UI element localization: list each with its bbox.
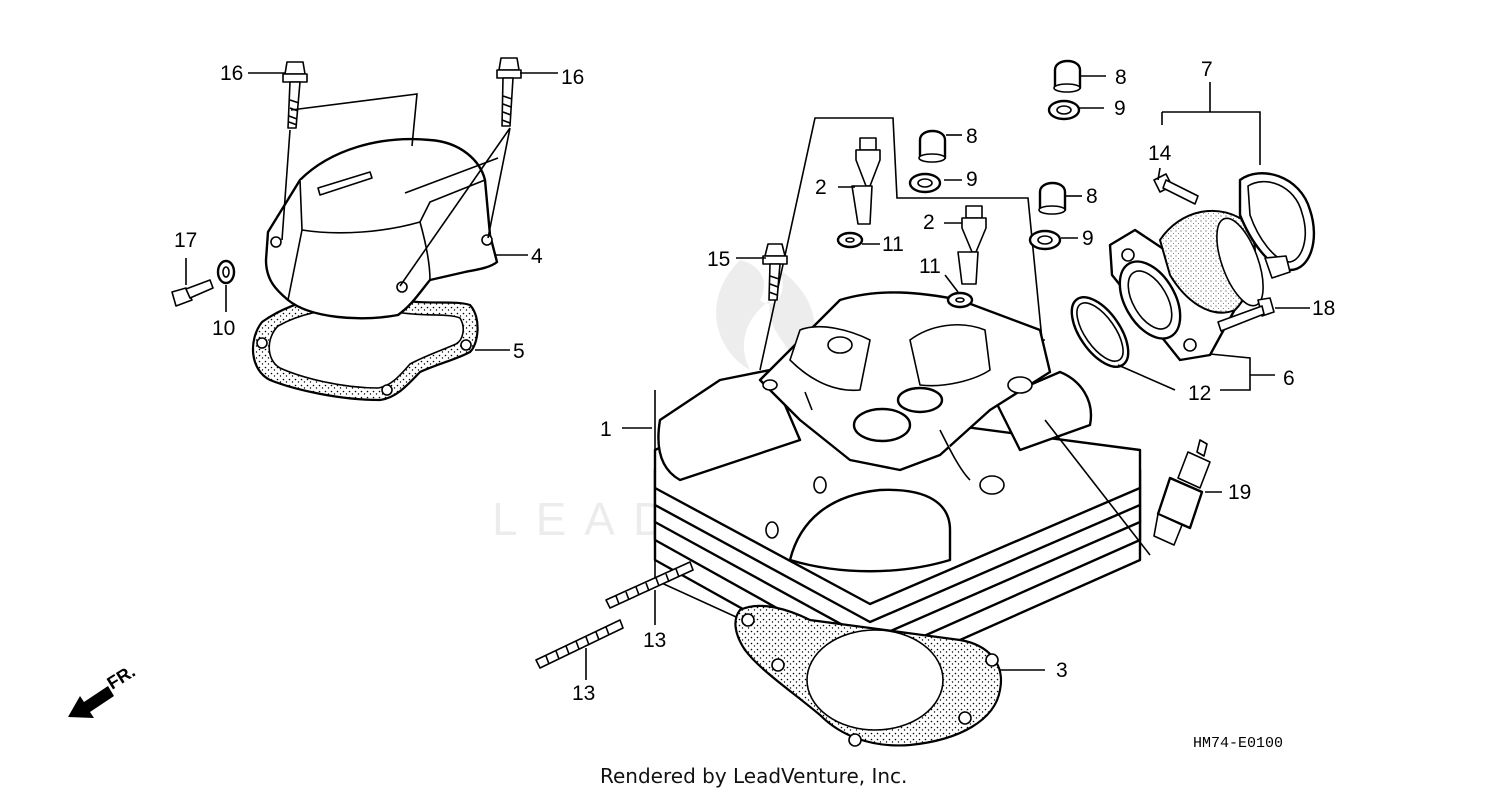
washer-10 [216, 259, 236, 285]
spark-plug-19 [1153, 439, 1211, 546]
seal-11-right [946, 291, 974, 309]
callout-9-a: 9 [966, 168, 978, 191]
diagram-code: HM74-E0100 [1193, 735, 1283, 752]
head-gasket [734, 604, 1003, 747]
callouts: 16 16 17 10 4 5 1 2 2 11 11 8 9 8 9 8 9 … [174, 58, 1335, 705]
callout-6: 6 [1283, 367, 1295, 390]
credit-text: Rendered by LeadVenture, Inc. [600, 764, 907, 788]
intake-joint-6 [1108, 209, 1264, 362]
callout-18: 18 [1312, 297, 1335, 320]
o-ring-12 [1070, 296, 1130, 368]
valve-guide-2-right [957, 205, 987, 285]
valve-cover-group [171, 57, 522, 402]
callout-11-left: 11 [882, 233, 904, 256]
bolt-15 [762, 243, 788, 301]
callout-2-right: 2 [923, 211, 935, 234]
callout-19: 19 [1228, 481, 1251, 504]
bolt-14 [1153, 173, 1199, 205]
callout-8-c: 8 [1115, 66, 1127, 89]
callout-16-right: 16 [561, 66, 584, 89]
front-indicator: FR. [68, 661, 139, 718]
callout-12: 12 [1188, 382, 1211, 405]
bolt-17 [171, 279, 214, 307]
washer-9-c [1047, 99, 1081, 121]
callout-4: 4 [531, 245, 543, 268]
callout-9-b: 9 [1082, 227, 1094, 250]
cap-nut-8-b [1038, 181, 1067, 215]
callout-11-right: 11 [919, 255, 941, 278]
callout-9-c: 9 [1114, 97, 1126, 120]
callout-15: 15 [707, 248, 730, 271]
callout-16-left: 16 [220, 62, 243, 85]
leader-lines [185, 72, 1310, 680]
callout-13-lower: 13 [572, 682, 595, 705]
cap-nut-8-a [918, 129, 947, 163]
stud-13-upper [605, 561, 694, 609]
callout-3: 3 [1056, 659, 1068, 682]
callout-17: 17 [174, 229, 197, 252]
callout-14: 14 [1148, 142, 1172, 165]
seal-11-left [836, 231, 864, 249]
callout-8-b: 8 [1086, 185, 1098, 208]
bolt-16-right [496, 57, 522, 127]
callout-10: 10 [212, 317, 235, 340]
callout-5: 5 [513, 340, 525, 363]
cap-nut-8-c [1053, 59, 1082, 93]
washer-9-a [908, 172, 942, 194]
bolt-16-left [282, 61, 308, 129]
washer-9-b [1028, 229, 1062, 251]
front-arrow-icon [68, 686, 114, 718]
callout-1: 1 [600, 418, 612, 441]
cylinder-head [653, 117, 1151, 682]
valve-guide-2-left [851, 137, 881, 225]
callout-2-left: 2 [815, 176, 827, 199]
stud-13-lower [535, 619, 624, 669]
callout-7: 7 [1201, 58, 1213, 81]
callout-13-upper: 13 [643, 629, 666, 652]
callout-8-a: 8 [966, 125, 978, 148]
clamp-7 [1238, 172, 1316, 279]
bolt-18 [1217, 297, 1275, 332]
